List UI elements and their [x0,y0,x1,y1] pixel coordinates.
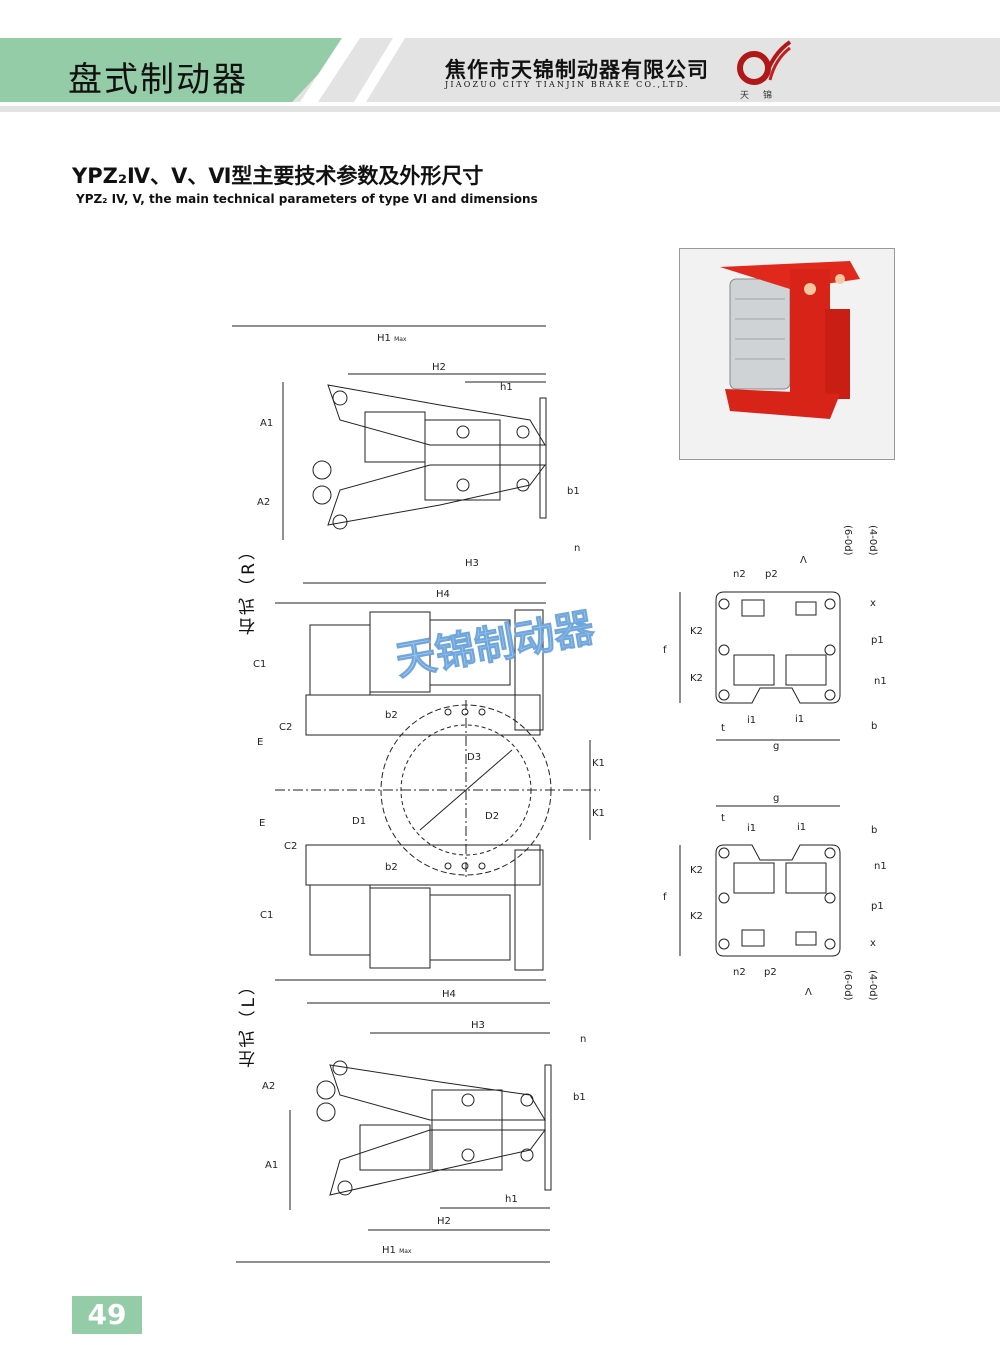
dim-H4-bottom: H4 [442,989,456,1000]
section-title: 盘式制动器 [68,60,248,100]
dim-g: g [773,741,780,752]
dim-n: n [574,543,581,554]
company-logo-icon [737,40,792,85]
dim-n1: n1 [874,676,887,687]
dim-b1-bottom: b1 [573,1092,586,1103]
dim-H3-bottom: H3 [471,1020,485,1031]
dim-max: Max [399,1248,412,1255]
dim-4-0d-bottom: (4-0d) [867,970,878,1001]
dim-n2: n2 [733,569,746,580]
dim-4-0d: (4-0d) [867,525,878,556]
dim-f: f [663,645,667,656]
dim-p1: p1 [871,635,884,646]
dim-D2: D2 [485,811,500,822]
dim-lambda-bottom: Λ [805,987,812,998]
dim-H1-text: H1 [382,1245,396,1256]
dim-D3: D3 [467,752,482,763]
dim-b-bottom: b [871,825,878,836]
dim-6-0d-bottom: (6-0d) [842,970,853,1001]
page-subtitle: YPZ₂ IV, V, the main technical parameter… [76,192,538,206]
dim-C2: C2 [279,722,293,733]
dim-K1: K1 [592,758,605,769]
company-name-en: JIAOZUO CITY TIANJIN BRAKE CO.,LTD. [445,80,690,89]
brake-photo-illustration [720,261,860,419]
dim-p2-bottom: p2 [764,967,777,978]
dim-b1: b1 [567,486,580,497]
dim-g-bottom: g [773,793,780,804]
dim-i1-bottom: i1 [747,823,757,834]
dim-h1-bottom: h1 [505,1194,518,1205]
dim-H1-bottom: H1 Max [382,1245,411,1256]
dim-n-bottom: n [580,1034,587,1045]
dim-H2: H2 [432,362,446,373]
dim-A1-bottom: A1 [265,1160,279,1171]
dim-H2-bottom: H2 [437,1216,451,1227]
product-photo [679,248,895,460]
logo-text: 天锦 [740,91,787,101]
dim-H1-text: H1 [377,333,391,344]
dim-i1-bottom-right: i1 [797,822,807,833]
page-number: 49 [72,1296,142,1334]
dim-i1: i1 [747,715,757,726]
dim-E-lower: E [259,818,266,829]
dim-x-bottom: x [870,938,876,949]
dim-E: E [257,737,264,748]
dim-H1: H1 Max [377,333,406,344]
dim-i1-right: i1 [795,714,805,725]
dim-f-bottom: f [663,892,667,903]
dim-C1: C1 [253,659,267,670]
dim-p2: p2 [765,569,778,580]
dim-A2: A2 [257,497,271,508]
header-underline [0,106,1000,112]
dim-n1-bottom: n1 [874,861,887,872]
dim-6-0d: (6-0d) [842,525,853,556]
company-name-cn: 焦作市天锦制动器有限公司 [445,57,709,82]
dim-C1-lower: C1 [260,910,274,921]
dim-K2-bottom: K2 [690,865,703,876]
dim-n2-bottom: n2 [733,967,746,978]
dim-A1: A1 [260,418,274,429]
dim-t: t [721,723,725,734]
dim-K2-lower: K2 [690,673,703,684]
dim-b: b [871,721,878,732]
dim-K1-lower: K1 [592,808,605,819]
dim-A2-bottom: A2 [262,1081,276,1092]
left-type-label: 左式（L） [239,975,259,1068]
page-title: YPZ₂Ⅳ、Ⅴ、Ⅵ型主要技术参数及外形尺寸 [72,164,484,188]
dim-K2-bottom-lower: K2 [690,911,703,922]
dim-C2-lower: C2 [284,841,298,852]
dim-t-bottom: t [721,813,725,824]
dim-D1: D1 [352,816,367,827]
dim-x: x [870,598,876,609]
dim-h1: h1 [500,382,513,393]
dim-lambda: Λ [800,555,807,566]
header-green-tab [0,38,352,102]
dim-K2: K2 [690,626,703,637]
dim-H4: H4 [436,589,450,600]
dim-b2: b2 [385,710,398,721]
dim-max: Max [394,336,407,343]
right-type-label: 右式（R） [239,540,259,635]
dim-b2-lower: b2 [385,862,398,873]
dim-p1-bottom: p1 [871,901,884,912]
dim-H3: H3 [465,558,479,569]
